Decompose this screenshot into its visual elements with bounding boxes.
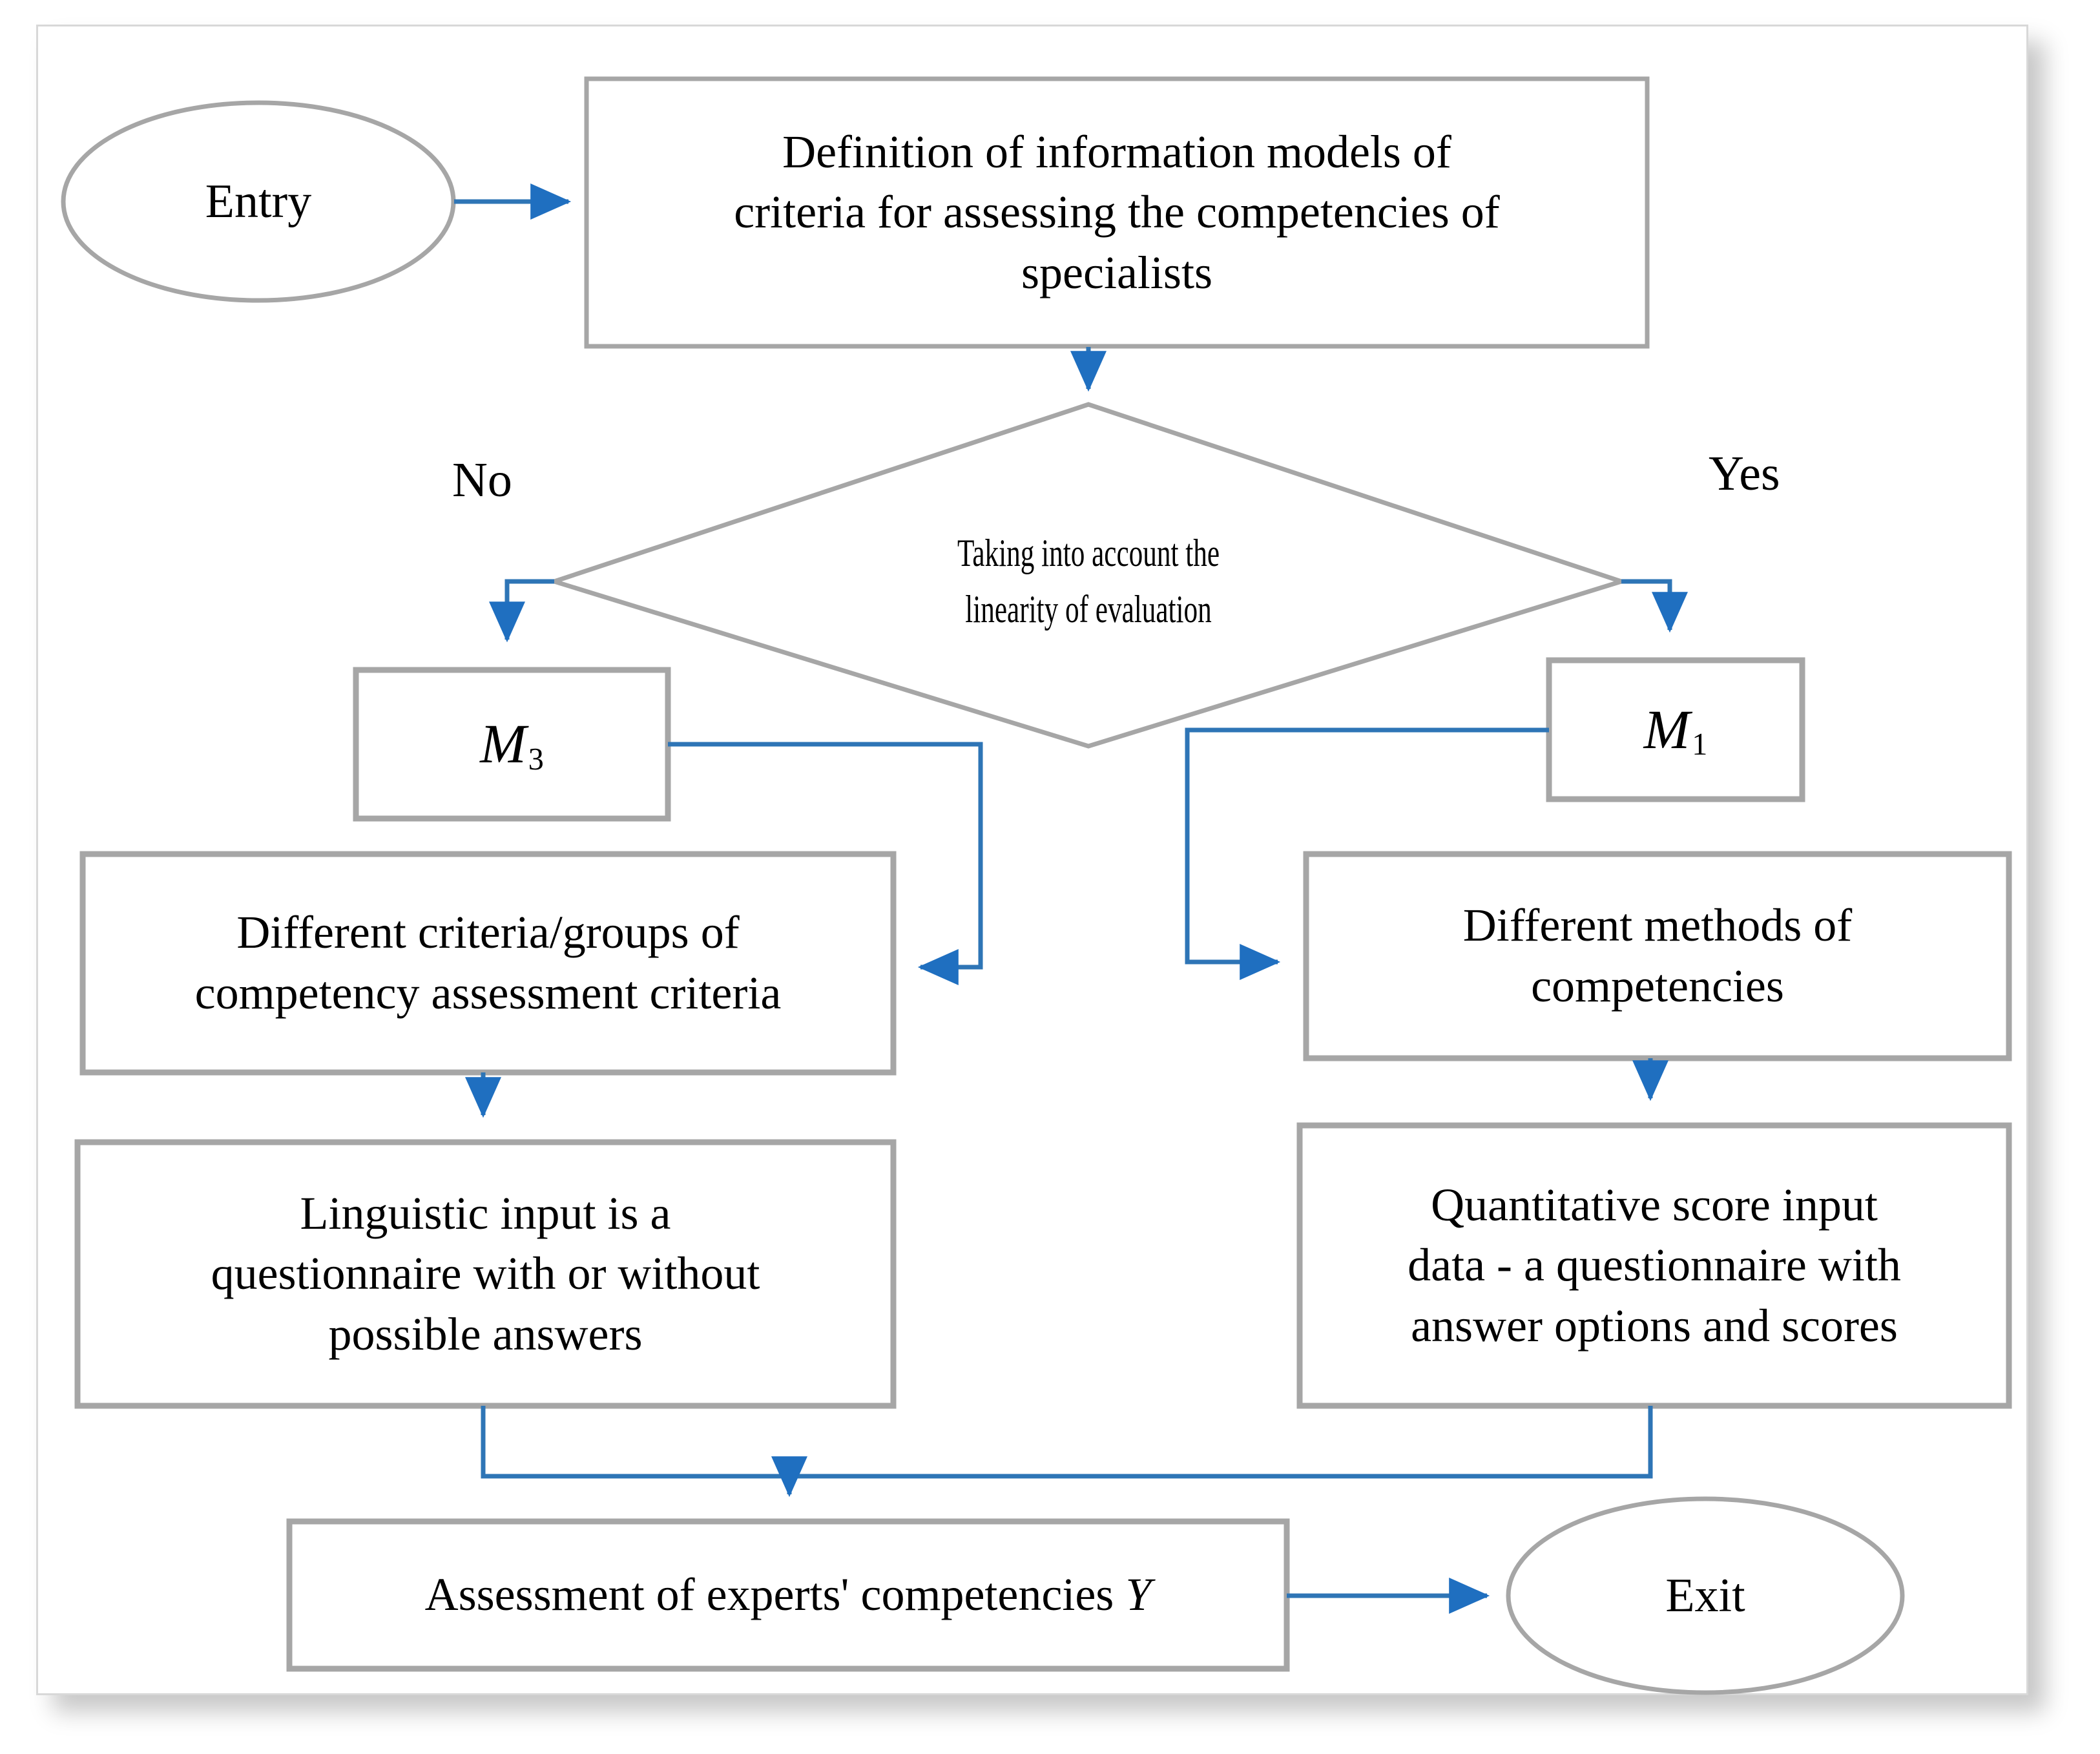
edge-linguistic-input-to-assessment (481, 1406, 789, 1479)
node-entry[interactable] (61, 100, 456, 303)
node-quantitative-input[interactable] (1296, 1122, 2012, 1409)
branch-label-no: No (452, 452, 512, 508)
node-assessment[interactable] (286, 1518, 1290, 1672)
node-methods[interactable] (1303, 851, 2012, 1061)
edge-m3-to-criteria-groups (668, 742, 983, 985)
edge-quantitative-input-to-assessment (789, 1406, 1653, 1479)
node-definition[interactable] (584, 76, 1650, 349)
node-exit[interactable] (1506, 1496, 1905, 1695)
node-m1[interactable] (1546, 657, 1805, 802)
node-decision[interactable] (546, 402, 1629, 749)
edge-m1-to-methods (1185, 727, 1549, 980)
node-m3[interactable] (353, 667, 671, 822)
edge-decision-to-m3 (489, 579, 554, 643)
node-linguistic-input[interactable] (74, 1139, 897, 1409)
branch-yes-text: Yes (1709, 446, 1780, 501)
branch-no-text: No (452, 453, 512, 507)
edge-decision-to-m1 (1621, 579, 1688, 633)
branch-label-yes: Yes (1709, 446, 1780, 502)
node-criteria-groups[interactable] (79, 851, 897, 1076)
